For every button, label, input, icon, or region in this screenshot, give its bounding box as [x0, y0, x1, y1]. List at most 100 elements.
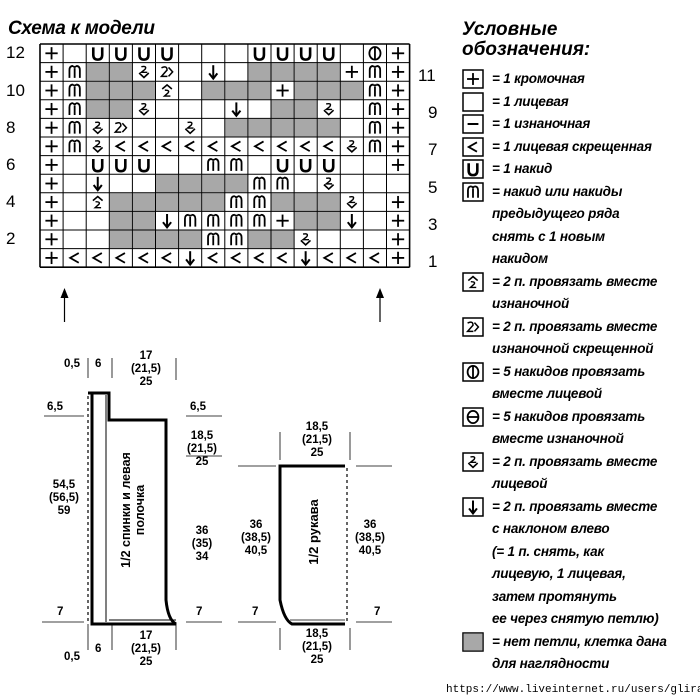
edge-symbol [391, 195, 405, 209]
slip-yarn-over-symbol [368, 83, 382, 97]
back-left-6-5: 6,5 [47, 401, 63, 413]
k2tog-symbol [92, 121, 104, 135]
twisted-knit-symbol [114, 252, 126, 264]
sleeve-bottom-width-1: 18,5 [305, 628, 329, 640]
5-yo-purl-symbol [466, 409, 480, 424]
slip-yarn-over-symbol [368, 65, 382, 78]
legend-line: вместе изнаночной [492, 431, 624, 446]
legend-line: = 1 лицевая [492, 93, 569, 109]
legend-line: = 1 изнаночная [492, 116, 591, 131]
yarn-over-symbol [138, 47, 150, 61]
back-top-width-1: 17 [139, 350, 153, 362]
legend-swatch [462, 159, 484, 179]
edge-symbol [45, 177, 58, 190]
legend-line: = накид или накиды [492, 183, 623, 199]
edge-symbol [45, 84, 58, 97]
legend-swatch [462, 316, 484, 337]
back-bottom-width-2: (21,5) [130, 643, 162, 655]
edge-symbol [345, 65, 358, 79]
back-bottom-left-a: 0,5 [64, 651, 80, 663]
edge-symbol [391, 158, 405, 172]
left-row-number: 8 [6, 117, 16, 137]
back-left-height-1: 54,5 [52, 479, 76, 491]
slip-yarn-over-symbol [230, 195, 243, 209]
slip-yarn-over-symbol [253, 213, 266, 227]
no-stitch-symbol [294, 118, 317, 137]
legend-line: предыдущего ряда [492, 206, 620, 221]
no-stitch-symbol [317, 118, 340, 137]
edge-symbol [45, 102, 58, 116]
ssk-symbol [468, 500, 478, 515]
legend-line: = 2 п. провязать вместе [492, 453, 658, 469]
left-row-number: 4 [6, 192, 16, 212]
right-row-number: 11 [418, 65, 436, 85]
no-stitch-symbol [271, 230, 294, 249]
edge-symbol [276, 214, 289, 227]
yarn-over-symbol [467, 163, 479, 177]
twisted-knit-symbol [206, 140, 218, 152]
no-stitch-symbol [132, 211, 155, 230]
legend-line: изнаночной [492, 296, 570, 311]
legend-swatch [462, 631, 484, 652]
sleeve-right-7: 7 [374, 606, 381, 618]
ssk-symbol [231, 102, 242, 118]
right-row-number: 7 [428, 140, 438, 160]
back-right-6-5: 6,5 [190, 401, 206, 413]
back-right-upper-1: 18,5 [190, 430, 214, 442]
no-stitch-symbol [86, 63, 109, 81]
p2tog-symbol [161, 83, 173, 97]
p2tog-tbl-symbol [113, 121, 128, 133]
ssk-symbol [92, 176, 103, 192]
legend-line: лицевую, 1 лицевая, [492, 566, 626, 581]
twisted-knit-symbol [230, 140, 241, 152]
sleeve-label: 1/2 рукава [306, 499, 321, 565]
twisted-knit-symbol [345, 252, 357, 264]
sleeve-left-height-2: (38,5) [240, 532, 272, 544]
twisted-knit-symbol [137, 140, 149, 152]
legend-text: = 1 изнаночная [492, 113, 590, 136]
legend-line: = 1 кромочная [492, 71, 585, 86]
p2tog-tbl-symbol [465, 320, 480, 332]
legend-swatch [462, 69, 484, 89]
yarn-over-symbol [91, 158, 104, 173]
sleeve-left-height-1: 36 [249, 519, 263, 531]
twisted-knit-symbol [68, 252, 80, 264]
legend-title: Условные обозначения: [462, 20, 590, 60]
back-label-line1: 1/2 спинки и левая [119, 452, 133, 568]
edge-symbol [45, 233, 58, 246]
slip-yarn-over-symbol [207, 232, 220, 246]
repeat-arrow-2 [376, 288, 384, 322]
edge-symbol [45, 47, 58, 60]
legend-line: изнаночной скрещенной [492, 341, 654, 356]
slip-yarn-over-symbol [68, 83, 81, 97]
back-left-height-3: 59 [57, 505, 71, 517]
legend-line: = 1 накид [492, 161, 553, 176]
right-row-number: 3 [428, 214, 438, 234]
slip-yarn-over-symbol [184, 213, 197, 227]
repeat-arrow-1 [60, 288, 69, 322]
ssk-symbol [300, 251, 311, 267]
left-row-number: 10 [6, 80, 25, 100]
ssk-symbol [208, 65, 219, 81]
no-stitch-symbol [202, 193, 225, 211]
p2tog-symbol [92, 195, 104, 209]
edge-symbol [391, 102, 405, 116]
p2tog-tbl-symbol [159, 66, 174, 78]
sleeve-top-width-3: 25 [310, 447, 324, 459]
back-right-lower-1: 36 [195, 525, 209, 537]
back-right-lower: 36 (35) 34 [180, 525, 224, 564]
sleeve-top-width-1: 18,5 [305, 421, 329, 433]
k2tog-symbol [184, 121, 196, 135]
legend-swatch [462, 181, 484, 202]
slip-yarn-over-symbol [230, 232, 243, 246]
legend-line: затем протянуть [492, 588, 617, 604]
back-top-left-a: 0,5 [64, 358, 80, 370]
legend-swatch [462, 496, 484, 517]
chart-gridlines [39, 43, 411, 269]
no-stitch-symbol [132, 193, 155, 211]
edge-symbol [391, 47, 405, 60]
sleeve-right-height: 36 (38,5) 40,5 [348, 519, 392, 558]
edge-symbol [276, 84, 289, 97]
